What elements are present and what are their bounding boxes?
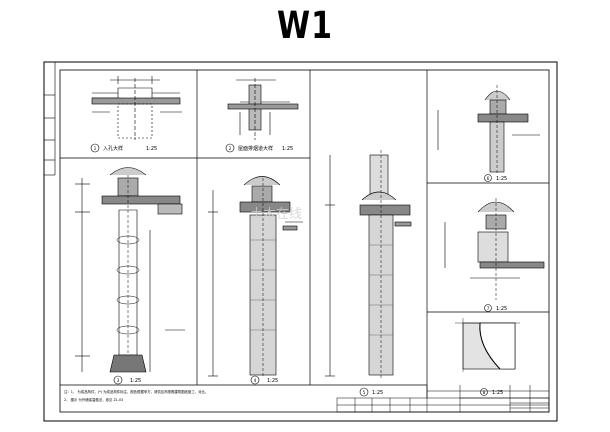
detail-8-caption: 8 1:25 (480, 388, 503, 396)
binding-strip (44, 62, 56, 176)
detail-marker-4 (250, 375, 260, 385)
detail-8-drawing (455, 318, 520, 372)
drawing-frame (59, 69, 550, 413)
detail-2-drawing (227, 78, 299, 140)
detail-marker-6 (484, 174, 492, 182)
detail-marker-8 (480, 388, 488, 396)
svg-text:8: 8 (483, 390, 486, 395)
svg-text:1:25: 1:25 (146, 146, 157, 152)
detail-2-caption: 2 屋面排烟道大样 1:25 (225, 143, 293, 153)
svg-text:1:25: 1:25 (282, 146, 293, 152)
svg-text:1:25: 1:25 (496, 306, 507, 312)
svg-text:1:25: 1:25 (267, 378, 278, 384)
detail-7-caption: 7 1:25 (484, 304, 507, 312)
detail-marker-2 (225, 143, 235, 153)
svg-text:5: 5 (363, 390, 366, 395)
detail-7-drawing (444, 198, 545, 300)
svg-text:入孔大样: 入孔大样 (103, 145, 123, 152)
detail-1-caption: 1 入孔大样 1:25 (90, 143, 157, 153)
detail-marker-3 (113, 375, 123, 385)
detail-3-caption: 3 1:25 (113, 375, 141, 385)
watermark: 土木在线 (250, 207, 302, 222)
detail-marker-5 (359, 387, 369, 397)
svg-text:1:25: 1:25 (130, 378, 141, 384)
detail-6-drawing (437, 85, 540, 175)
panel-grid (60, 70, 549, 398)
detail-3-drawing (75, 167, 185, 373)
svg-text:1: 1 (94, 146, 97, 151)
detail-5-drawing (325, 150, 412, 378)
note-line-2: 2、 图示 为外墙保温做法，参见 ZL-03 (64, 397, 123, 402)
title-block (336, 385, 550, 413)
svg-text:2: 2 (229, 146, 232, 151)
detail-4-caption: 4 1:25 (250, 375, 278, 385)
svg-text:7: 7 (487, 306, 490, 311)
svg-text:1:25: 1:25 (496, 176, 507, 182)
detail-4-drawing (208, 176, 303, 378)
svg-text:1:25: 1:25 (492, 390, 503, 396)
detail-marker-7 (484, 304, 492, 312)
sheet-title: W1 (277, 4, 333, 48)
svg-text:4: 4 (254, 378, 257, 383)
svg-text:1:25: 1:25 (372, 390, 383, 396)
detail-5-caption: 5 1:25 (359, 387, 383, 397)
svg-text:屋面排烟道大样: 屋面排烟道大样 (238, 145, 273, 152)
svg-text:3: 3 (117, 378, 120, 383)
note-line-1: 注：1、 为成品构件，(*) 为成品构件标注，颜色根据甲方，请供应商按照建筑图纸… (64, 389, 208, 394)
general-notes: 注：1、 为成品构件，(*) 为成品构件标注，颜色根据甲方，请供应商按照建筑图纸… (64, 389, 208, 402)
detail-1-drawing (91, 76, 182, 140)
svg-text:6: 6 (487, 176, 490, 181)
sheet-border (43, 61, 558, 422)
detail-marker-1 (90, 143, 100, 153)
detail-6-caption: 6 1:25 (484, 174, 507, 182)
